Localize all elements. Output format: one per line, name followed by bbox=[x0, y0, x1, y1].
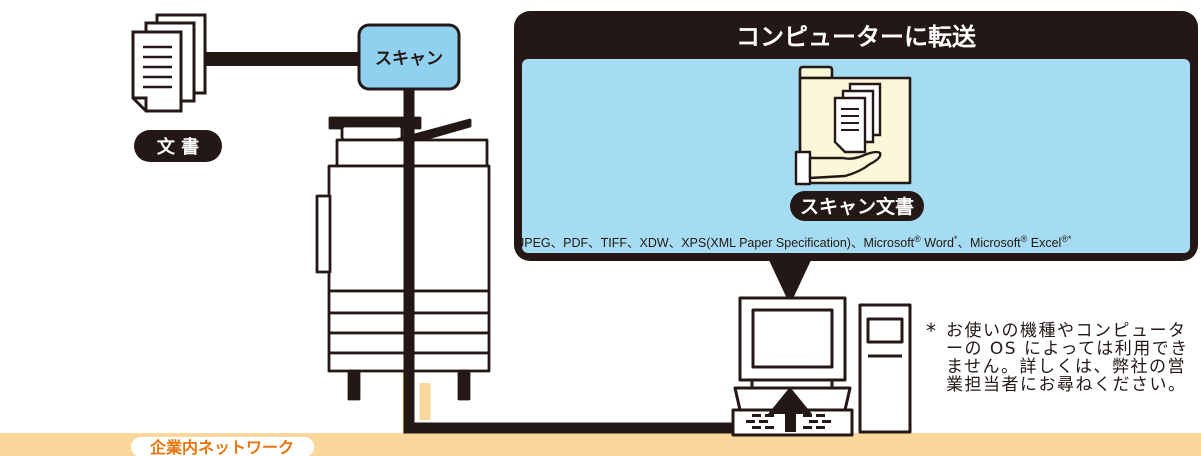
supported-formats: JPEG、PDF、TIFF、XDW、XPS(XML Paper Specific… bbox=[518, 232, 1194, 251]
network-label: 企業内ネットワーク bbox=[149, 438, 294, 456]
multifunction-printer-icon bbox=[315, 116, 491, 401]
formats-part2: Word bbox=[920, 236, 954, 250]
formats-part4: Excel bbox=[1027, 236, 1062, 250]
document-scan-connector bbox=[205, 52, 361, 66]
formats-part1: JPEG、PDF、TIFF、XDW、XPS(XML Paper Specific… bbox=[518, 236, 915, 250]
scanned-document-label: スキャン文書 bbox=[800, 195, 914, 218]
network-pill bbox=[129, 435, 316, 456]
scanned-document-pill bbox=[790, 191, 924, 221]
registered-mark: ® bbox=[914, 233, 921, 244]
keyboard-keys bbox=[746, 414, 831, 429]
asterisk-mark: * bbox=[1067, 233, 1072, 244]
scan-label: スキャン bbox=[375, 49, 443, 69]
footnote-text: お使いの機種やコンピューターの OS によっては利用できません。詳しくは、弊社の… bbox=[946, 321, 1189, 395]
registered-mark: ® bbox=[1020, 233, 1028, 244]
scan-box bbox=[357, 23, 461, 91]
asterisk-mark: * bbox=[953, 233, 958, 244]
panel-pointer bbox=[768, 258, 812, 305]
transfer-title: コンピューターに転送 bbox=[736, 23, 977, 51]
footnote: * お使いの機種やコンピューターの OS によっては利用できません。詳しくは、弊… bbox=[926, 319, 1196, 395]
footnote-asterisk: * bbox=[926, 319, 938, 343]
formats-part3: 、Microsoft bbox=[957, 236, 1021, 250]
document-stack-icon bbox=[131, 13, 207, 113]
registered-mark: ® bbox=[1061, 233, 1068, 244]
upload-arrow-shaft bbox=[785, 412, 796, 432]
scanned-document-icon bbox=[833, 82, 882, 154]
hand-icon bbox=[794, 150, 882, 186]
document-label: 文 書 bbox=[157, 136, 199, 158]
document-pill bbox=[134, 130, 222, 162]
upload-arrow-head bbox=[768, 387, 812, 414]
